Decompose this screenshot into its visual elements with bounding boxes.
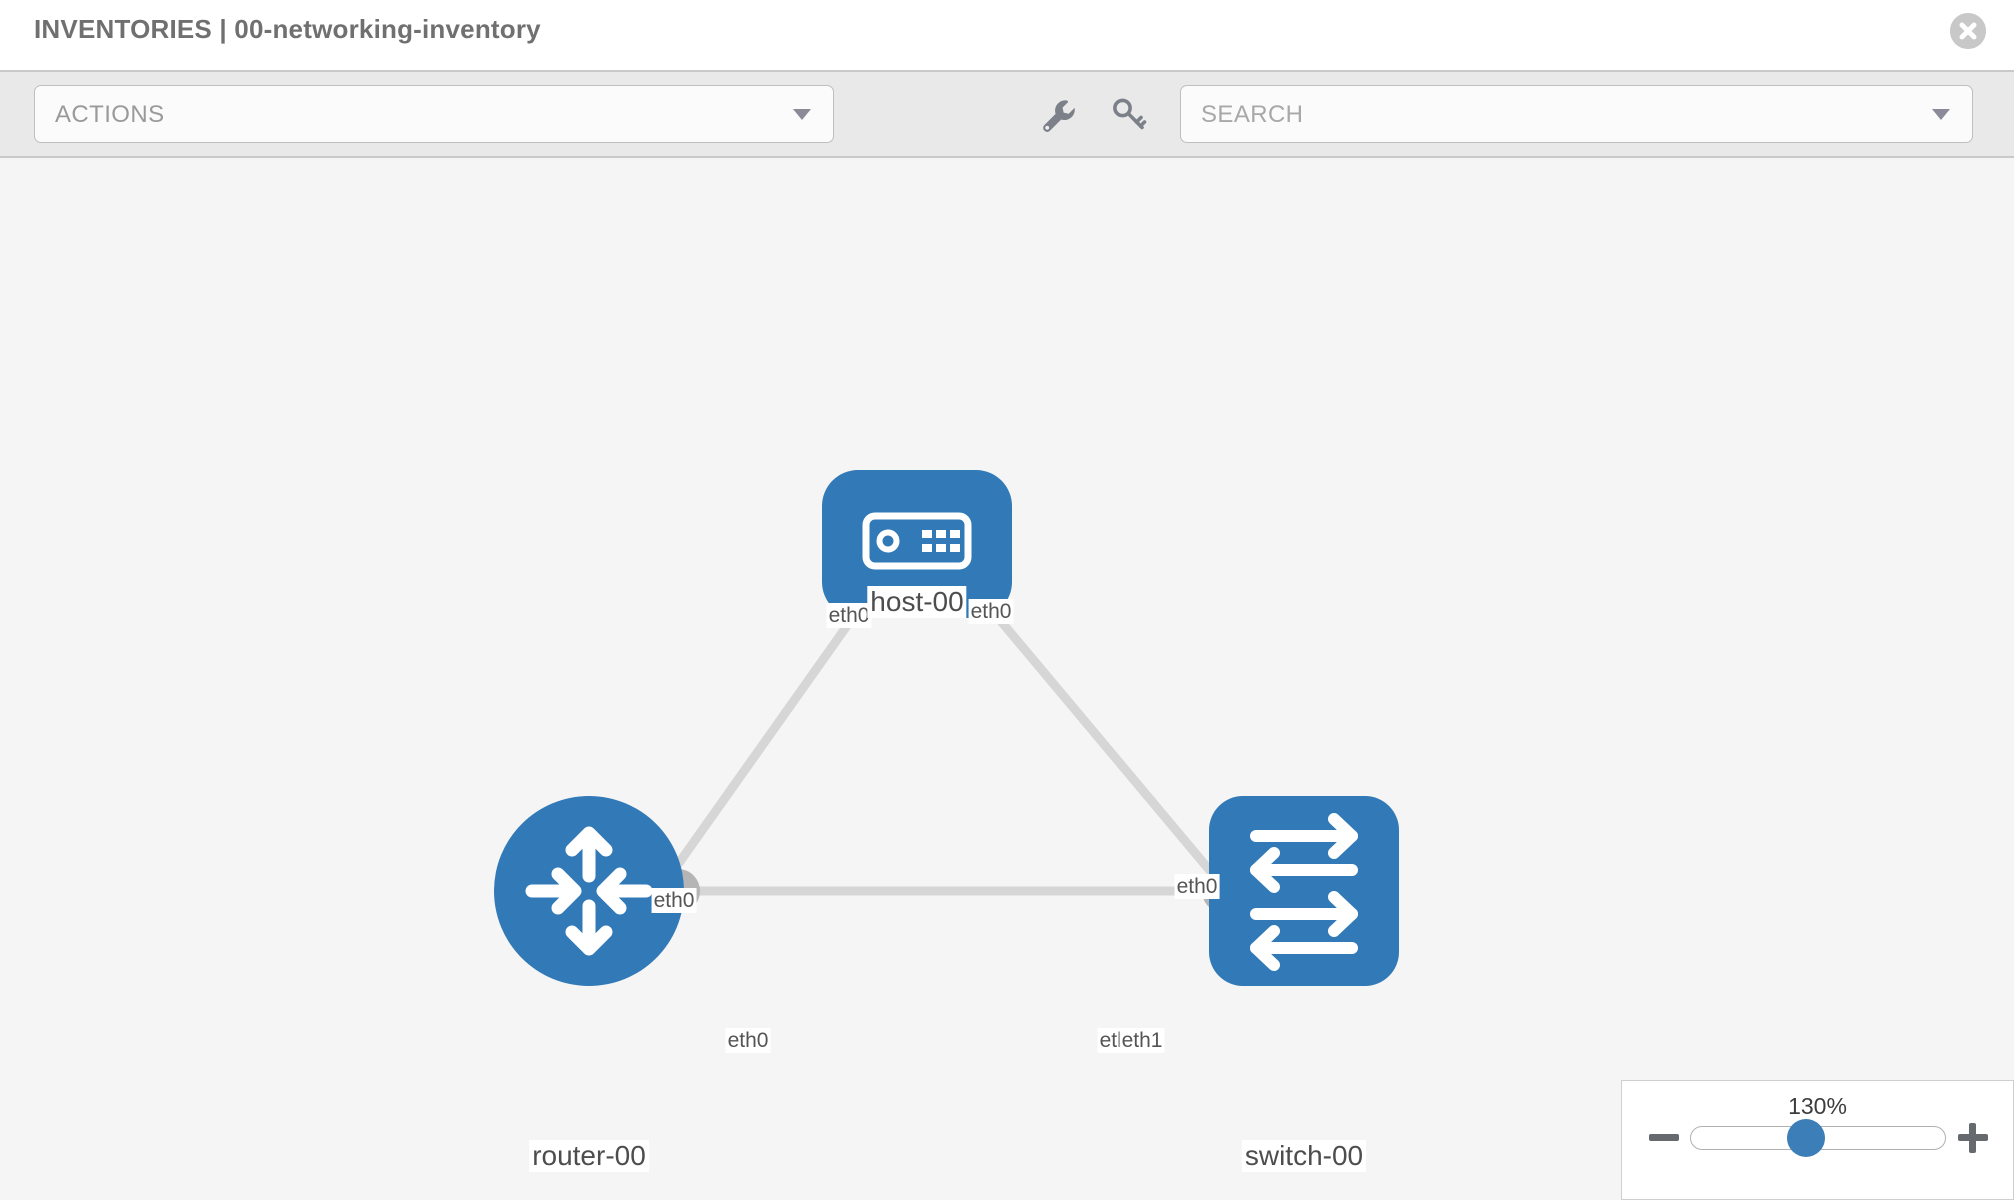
iface-label: eth0	[968, 599, 1014, 624]
node-host-00	[822, 470, 1012, 618]
server-device-icon	[862, 512, 972, 570]
chevron-down-icon[interactable]	[1932, 109, 1950, 120]
page-header: INVENTORIES | 00-networking-inventory	[0, 0, 2014, 70]
search-placeholder: SEARCH	[1201, 101, 1304, 128]
node-label-switch: switch-00	[1241, 1140, 1367, 1172]
zoom-slider-handle[interactable]	[1787, 1119, 1825, 1157]
node-label-router: router-00	[529, 1140, 649, 1172]
minus-icon[interactable]	[1647, 1121, 1681, 1155]
actions-dropdown-label: ACTIONS	[55, 101, 165, 128]
plus-icon[interactable]	[1956, 1121, 1990, 1155]
wrench-icon[interactable]	[1037, 94, 1079, 136]
iface-label: eth0	[651, 888, 697, 913]
key-icon[interactable]	[1108, 94, 1150, 136]
zoom-level-label: 130%	[1788, 1093, 1847, 1119]
chevron-down-icon	[793, 109, 811, 120]
node-switch-00	[1209, 796, 1399, 986]
close-icon[interactable]	[1950, 13, 1986, 49]
four-arrows-icon	[525, 826, 653, 956]
toolbar: ACTIONS SEARCH	[0, 70, 2014, 158]
actions-dropdown[interactable]: ACTIONS	[34, 85, 834, 143]
topology-canvas[interactable]: eth0 eth0 eth0 eth0 eth0 eth0 eth1 host-…	[0, 158, 2014, 1200]
node-label-host: host-00	[867, 586, 967, 618]
search-input[interactable]: SEARCH	[1180, 85, 1973, 143]
iface-label: eth0	[826, 603, 872, 628]
page-title: INVENTORIES | 00-networking-inventory	[34, 14, 541, 44]
node-router-00	[494, 796, 684, 986]
iface-label: eth0	[725, 1028, 771, 1053]
zoom-control: 130%	[1621, 1080, 2014, 1200]
topology-graph	[494, 470, 1399, 986]
iface-label: eth0	[1174, 874, 1220, 899]
iface-label: eth1	[1119, 1028, 1165, 1053]
swap-arrows-icon	[1250, 813, 1358, 971]
